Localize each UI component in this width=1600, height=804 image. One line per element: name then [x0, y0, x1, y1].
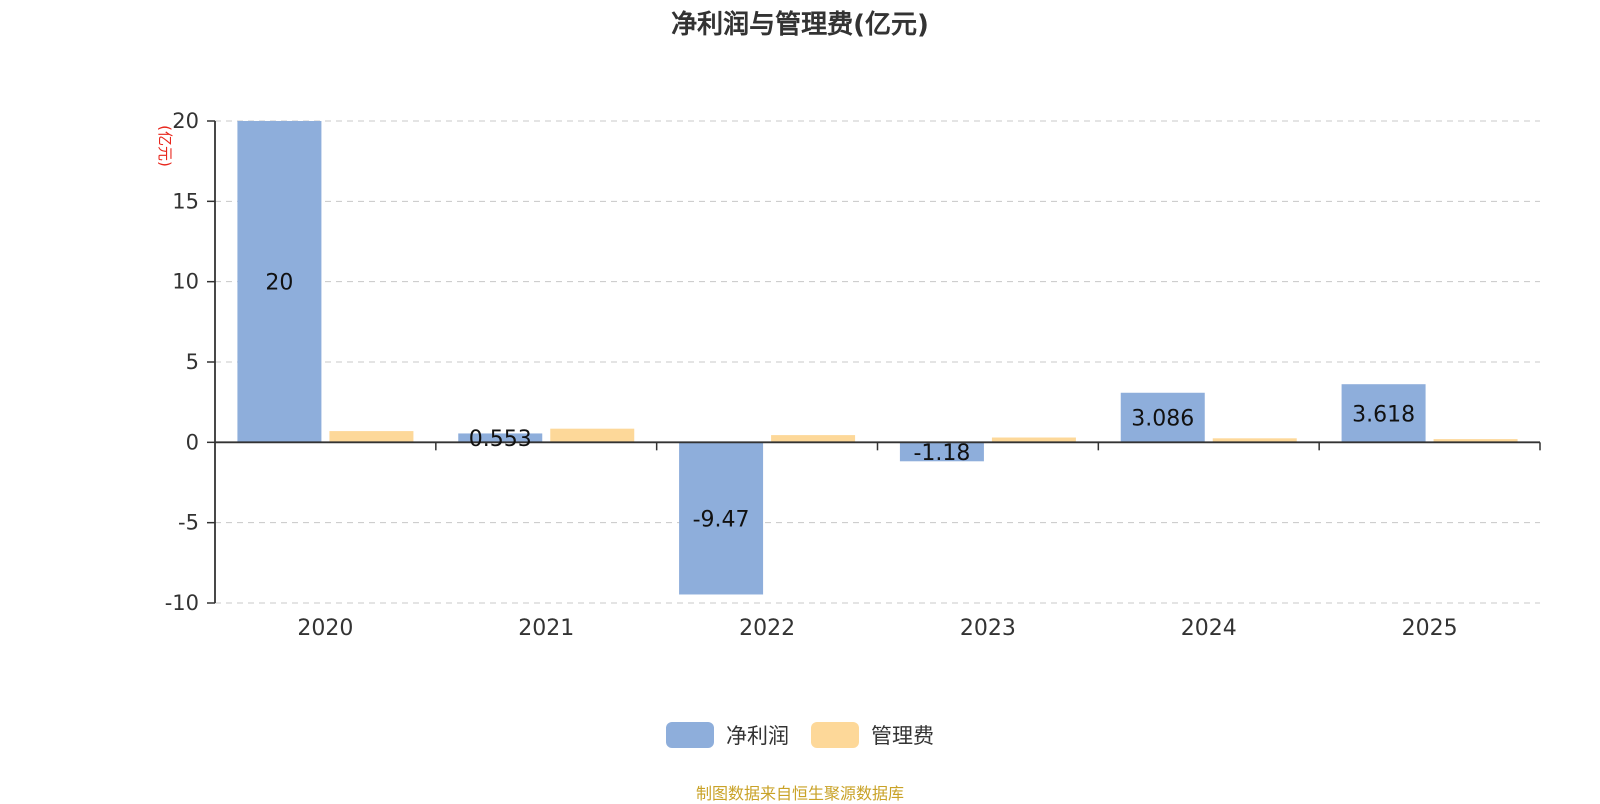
legend-label-admin-fee: 管理费 [871, 724, 934, 748]
chart-title: 净利润与管理费(亿元) [671, 10, 929, 40]
y-tick-label: 0 [186, 430, 199, 454]
data-labels: 20 0.553 -9.47 -1.18 3.086 3.618 [265, 271, 1415, 533]
legend-label-net-profit: 净利润 [726, 724, 789, 748]
data-label: -9.47 [693, 507, 750, 532]
axes: 20 15 10 5 0 -5 -10 2020 2021 2022 2023 2024 2025 [165, 109, 1541, 641]
bar-admin-fee [1433, 439, 1518, 443]
legend-item-admin-fee[interactable]: 管理费 [811, 720, 934, 750]
legend: 净利润 管理费 [0, 720, 1600, 750]
data-label: 0.553 [469, 427, 532, 452]
y-axis-unit-label: (亿元) [156, 125, 174, 167]
x-tick-label: 2022 [739, 616, 795, 641]
bar-admin-fee [991, 437, 1076, 443]
x-tick-label: 2023 [960, 616, 1016, 641]
y-tick-label: -10 [165, 591, 199, 615]
y-tick-label: 15 [172, 189, 199, 213]
bar-net-profit [1120, 392, 1205, 443]
bar-net-profit [237, 121, 322, 443]
bar-net-profit [458, 433, 543, 443]
data-label: 20 [265, 271, 293, 296]
grid-lines [215, 120, 1540, 604]
data-source-note: 制图数据来自恒生聚源数据库 [695, 784, 904, 803]
legend-item-net-profit[interactable]: 净利润 [666, 720, 789, 750]
x-tick-label: 2025 [1402, 616, 1458, 641]
data-label: -1.18 [913, 441, 970, 466]
bar-admin-fee [1212, 438, 1297, 443]
y-tick-label: -5 [178, 511, 199, 535]
bar-net-profit [679, 442, 764, 595]
x-tick-label: 2024 [1181, 616, 1237, 641]
data-label: 3.086 [1131, 407, 1194, 432]
bar-net-profit [899, 442, 984, 462]
bar-admin-fee [550, 428, 635, 443]
y-tick-label: 5 [186, 350, 199, 374]
x-tick-label: 2020 [297, 616, 353, 641]
bar-net-profit [1341, 384, 1426, 443]
legend-swatch-net-profit [666, 722, 714, 748]
bar-admin-fee [329, 431, 414, 443]
y-tick-label: 20 [172, 109, 199, 133]
legend-swatch-admin-fee [811, 722, 859, 748]
bar-admin-fee [771, 435, 856, 443]
data-label: 3.618 [1352, 402, 1415, 427]
bar-chart: 20 15 10 5 0 -5 -10 2020 2021 2022 2023 2024 2025 20… [156, 109, 1541, 641]
y-tick-label: 10 [172, 270, 199, 294]
bars [237, 121, 1518, 595]
x-tick-label: 2021 [518, 616, 574, 641]
